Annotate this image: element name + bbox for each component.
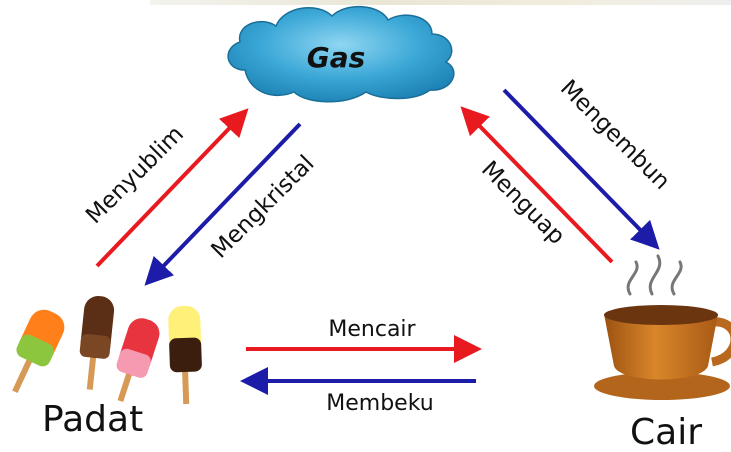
deposition-arrow [144,122,302,286]
coffee-cup-icon [594,254,731,400]
sublimation-arrow [95,108,249,268]
deposition-label: Mengkristal [207,151,320,264]
melting-label: Mencair [328,317,416,342]
solid-label: Padat [42,399,144,440]
popsicles-icon [12,296,202,405]
freezing-label: Membeku [326,391,433,416]
evaporation-arrow [460,106,614,264]
sublimation-label: Menyublim [81,121,189,229]
gas-label: Gas [307,41,366,74]
cloud-icon [227,5,455,103]
top-border-strip [150,0,731,5]
liquid-label: Cair [630,412,702,452]
condensation-arrow [502,88,660,250]
condensation-label: Mengembun [555,75,675,195]
